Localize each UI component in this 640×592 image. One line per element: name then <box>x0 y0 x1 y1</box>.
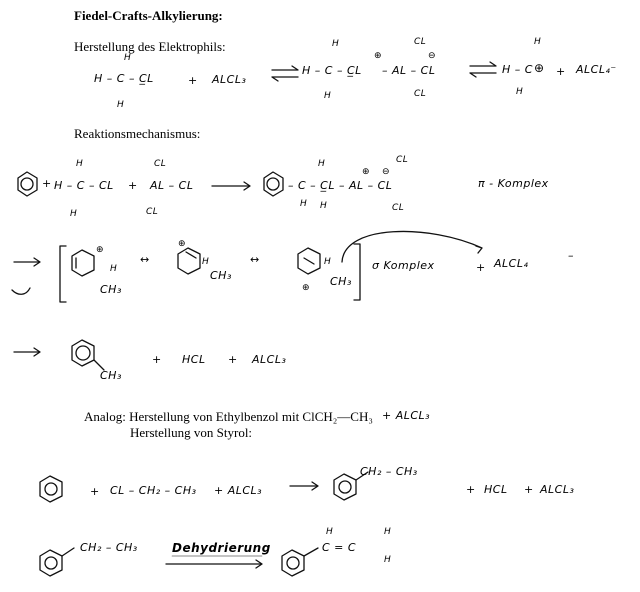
r2-plus-2: + <box>128 179 138 192</box>
r1-h-top: H <box>124 53 132 63</box>
r5-plus-1: + <box>90 485 100 498</box>
r3-h-1: H <box>110 264 118 274</box>
r3-alcl4: ALCL₄ <box>494 257 529 270</box>
r3-plus: + <box>476 261 486 274</box>
ethylbenzene-ring-row5 <box>333 471 369 501</box>
r5-reagent: CL – CH₂ – CH₃ <box>110 484 197 497</box>
styrene-heading: Herstellung von Styrol: <box>130 425 253 440</box>
r3-ch3-2: CH₃ <box>210 269 232 282</box>
reaction-arrow-row5 <box>289 481 319 491</box>
r2-pi-plus: ⊕ <box>362 167 371 177</box>
r2-pi-h-left: H <box>300 199 308 209</box>
r1-chloromethane: H – C – C̲L <box>94 72 154 85</box>
r5-hcl: HCL <box>484 483 508 496</box>
r4-plus-2: + <box>228 353 238 366</box>
benzene-ring-row2-b <box>263 171 284 197</box>
dehydration-arrow <box>165 555 263 569</box>
r3-h-3: H <box>324 257 332 267</box>
r2-al: AL – CL <box>150 179 194 192</box>
r2-pi-cl-bottom: CL <box>392 203 405 213</box>
equilibrium-arrow-1 <box>271 65 299 82</box>
r2-pi-h-top: H <box>318 159 326 169</box>
benzene-ring-row5 <box>39 475 63 503</box>
r6-h-right-top: H <box>384 527 392 537</box>
r3-ch3-1: CH₃ <box>100 283 122 296</box>
r1-complex-minus: ⊖ <box>428 51 437 61</box>
r1-alcl3: ALCL₃ <box>212 73 247 86</box>
r2-mecl-h-bottom: H <box>70 209 78 219</box>
r2-pi-complex-label: π - Komplex <box>478 177 549 190</box>
r3-ch3-3: CH₃ <box>330 275 352 288</box>
equilibrium-arrow-2 <box>469 61 497 78</box>
section-mechanism-heading: Reaktionsmechanismus: <box>74 126 201 141</box>
r1-cation-h-top: H <box>534 37 542 47</box>
r4-alcl3: ALCL₃ <box>252 353 287 366</box>
reaction-arrow-row4 <box>13 347 41 357</box>
r2-chloromethane: H – C – CL <box>54 179 114 192</box>
reaction-arrow-row3 <box>13 257 41 267</box>
r4-hcl: HCL <box>182 353 206 366</box>
r2-al-cl-bottom: CL <box>146 207 159 217</box>
r6-h-top: H <box>326 527 334 537</box>
r6-ethyl-chain: CH₂ – CH₃ <box>80 541 138 554</box>
r1-complex-left: H – C – C̲L <box>302 64 362 77</box>
r3-sigma-complex-label: σ Komplex <box>372 259 435 272</box>
r3-h-2: H <box>202 257 210 267</box>
r4-plus-1: + <box>152 353 162 366</box>
r1-complex-cl-bottom: CL <box>414 89 427 99</box>
section-electrophile-heading: Herstellung des Elektrophils: <box>74 39 226 54</box>
r5-alcl3-product: ALCL₃ <box>540 483 575 496</box>
r6-vinyl: C = C <box>322 541 357 554</box>
r5-alcl3: + ALCL₃ <box>214 484 263 497</box>
r1-cation: H – C <box>502 63 533 76</box>
ring-row3-c <box>297 247 321 275</box>
ring-row3-b <box>177 247 201 275</box>
r1-plus-2: + <box>556 65 566 78</box>
r5-product-chain: CH₂ – CH₃ <box>360 465 418 478</box>
r1-h-bottom: H <box>117 100 125 110</box>
r1-alcl4: ALCL₄⁻ <box>576 63 617 76</box>
r1-complex-al: – AL – CL <box>382 64 436 77</box>
r2-al-cl-top: CL <box>154 159 167 169</box>
r1-cation-h-bottom: H <box>516 87 524 97</box>
r3-minus: – <box>568 249 574 262</box>
r1-plus-1: + <box>188 74 198 87</box>
ring-row3-a <box>71 249 95 277</box>
r5-plus-3: + <box>466 483 476 496</box>
analog-alcl3: + ALCL₃ <box>382 409 431 422</box>
r4-ch3: CH₃ <box>100 369 122 382</box>
page-title: Fiedel-Crafts-Alkylierung: <box>74 8 223 23</box>
r1-complex-cl-top: CL <box>414 37 427 47</box>
r6-h-right-bottom: H <box>384 555 392 565</box>
reaction-arrow-row2 <box>211 181 251 191</box>
r1-complex-h-bottom: H <box>324 91 332 101</box>
r3-plus-ring-1: ⊕ <box>96 245 105 255</box>
r6-dehydration-label: Dehydrierung <box>172 541 271 555</box>
toluene-ring <box>71 339 105 371</box>
small-hook-mark <box>11 287 31 295</box>
r1-complex-plus: ⊕ <box>374 51 383 61</box>
r1-cation-plus: ⊕ <box>534 61 545 75</box>
r2-mecl-h-top: H <box>76 159 84 169</box>
benzene-ring-row2-a <box>17 171 38 197</box>
r3-resonance-2: ↔ <box>250 253 260 266</box>
r5-plus-4: + <box>524 483 534 496</box>
r3-plus-ring-3: ⊕ <box>302 283 311 293</box>
r1-complex-h-top: H <box>332 39 340 49</box>
r2-pi-minus: ⊖ <box>382 167 391 177</box>
r2-pi-cl-top: CL <box>396 155 409 165</box>
styrene-ring <box>281 547 319 577</box>
r3-plus-ring-2: ⊕ <box>178 239 187 249</box>
ethylbenzene-ring-row6 <box>39 547 75 577</box>
curved-arrow-to-alcl4 <box>341 230 483 263</box>
r2-pi-chain: – C – C̲L – AL – CL <box>288 179 393 192</box>
bracket-right <box>353 243 361 301</box>
r2-pi-h-right: H <box>320 201 328 211</box>
r3-resonance-1: ↔ <box>140 253 150 266</box>
bracket-left <box>59 245 67 303</box>
r2-plus-1: + <box>42 177 52 190</box>
analog-ethylbenzene-line: Analog: Herstellung von Ethylbenzol mit … <box>84 409 373 424</box>
